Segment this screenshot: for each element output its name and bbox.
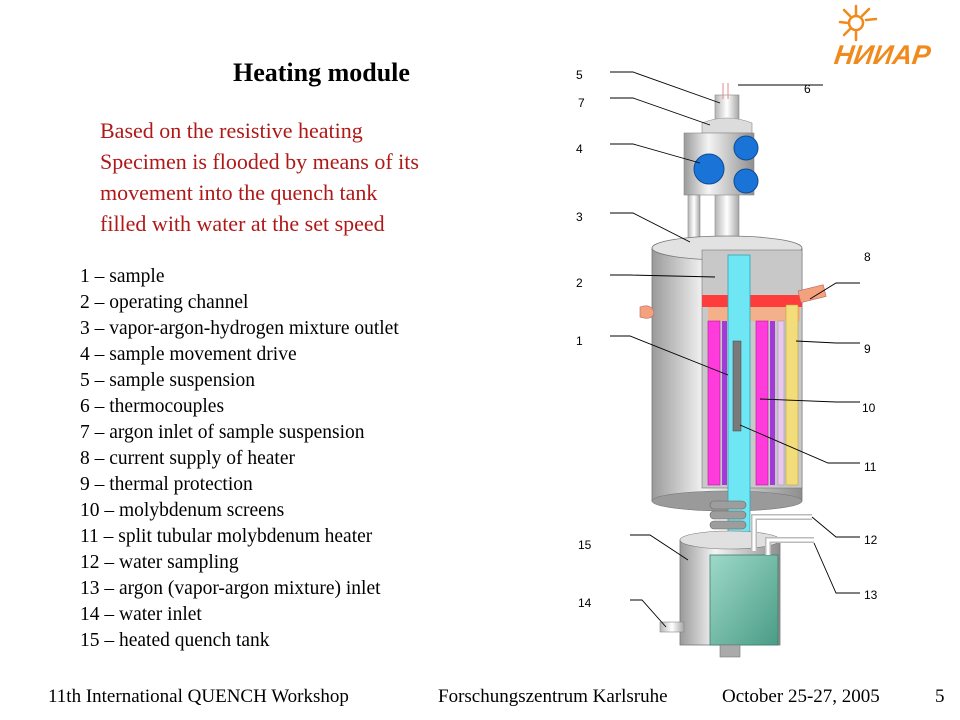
- legend-item: 14 – water inlet: [80, 604, 202, 625]
- page-title: Heating module: [233, 58, 410, 87]
- thermal-protection: [785, 304, 799, 486]
- drive-roller: [693, 153, 725, 185]
- sample-rod: [732, 340, 742, 432]
- legend-item: 11 – split tubular molybdenum heater: [80, 526, 373, 547]
- intro-line: movement into the quench tank: [100, 180, 378, 205]
- drive-roller: [733, 135, 759, 161]
- legend-item: 15 – heated quench tank: [80, 630, 270, 651]
- logo-wordmark: НИИАР: [832, 39, 933, 70]
- legend-item: 6 – thermocouples: [80, 396, 225, 417]
- callout-12: 12: [864, 533, 878, 547]
- legend-item: 2 – operating channel: [80, 292, 249, 313]
- callout-14: 14: [578, 596, 592, 610]
- legend-item: 3 – vapor-argon-hydrogen mixture outlet: [80, 318, 399, 339]
- intro-text: Based on the resistive heating Specimen …: [100, 115, 419, 239]
- legend-item: 12 – water sampling: [80, 552, 239, 573]
- bellows: [709, 500, 747, 530]
- legend-item: 1 – sample: [80, 266, 165, 287]
- legend-item: 5 – sample suspension: [80, 370, 255, 391]
- intro-line: Based on the resistive heating: [100, 118, 363, 143]
- heating-module-diagram: 5 7 4 3 2 1 6 8 9 10 11 12 13 15 14: [576, 68, 878, 658]
- water-inlet-pipe: [659, 621, 685, 633]
- callout-4: 4: [576, 142, 583, 156]
- callout-9: 9: [864, 342, 871, 356]
- legend-item: 10 – molybdenum screens: [80, 500, 285, 521]
- intro-line: Specimen is flooded by means of its: [100, 149, 419, 174]
- intro-line: filled with water at the set speed: [100, 211, 385, 236]
- legend-item: 8 – current supply of heater: [80, 448, 295, 469]
- molybdenum-heater: [707, 320, 721, 486]
- footer-host: Forschungszentrum Karlsruhe: [438, 686, 668, 707]
- leader-lines: [610, 71, 860, 628]
- callout-3: 3: [576, 210, 583, 224]
- sun-rays-icon: [838, 4, 878, 42]
- callout-8: 8: [864, 250, 871, 264]
- callout-11: 11: [864, 460, 877, 474]
- callout-6: 6: [804, 82, 811, 96]
- niiar-logo: НИИАР: [832, 4, 934, 70]
- current-supply: [639, 305, 655, 319]
- footer-date: October 25-27, 2005: [722, 686, 880, 707]
- molybdenum-heater: [755, 320, 769, 486]
- molybdenum-screens: [777, 320, 785, 486]
- callout-13: 13: [864, 588, 878, 602]
- callout-5: 5: [576, 68, 583, 82]
- legend-item: 4 – sample movement drive: [80, 344, 297, 365]
- legend-item: 7 – argon inlet of sample suspension: [80, 422, 365, 443]
- legend-item: 13 – argon (vapor-argon mixture) inlet: [80, 578, 381, 599]
- page-number: 5: [935, 686, 945, 707]
- callout-15: 15: [578, 538, 592, 552]
- current-supply: [797, 284, 827, 304]
- callout-1: 1: [576, 334, 583, 348]
- footer-event: 11th International QUENCH Workshop: [48, 686, 349, 707]
- drive-roller: [733, 168, 759, 194]
- callout-10: 10: [862, 401, 876, 415]
- quench-tank-water: [709, 554, 779, 646]
- component-legend: 1 – sample 2 – operating channel 3 – vap…: [80, 264, 399, 654]
- callout-7: 7: [578, 96, 585, 110]
- callout-2: 2: [576, 276, 583, 290]
- legend-item: 9 – thermal protection: [80, 474, 253, 495]
